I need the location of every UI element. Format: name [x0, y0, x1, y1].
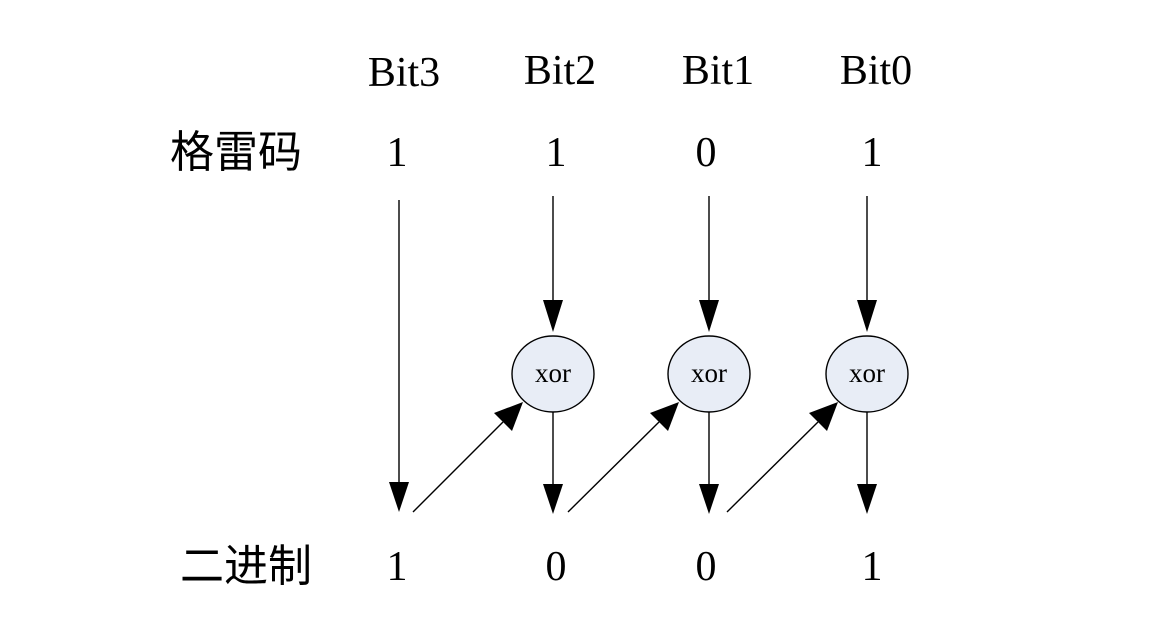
- gray-bit1: 0: [696, 130, 717, 176]
- gray-bit3: 1: [387, 130, 408, 176]
- arrow-binary1-to-xor0: [726, 421, 819, 513]
- gray-bit0: 1: [862, 130, 883, 176]
- arrowhead-binary3-to-xor2: [494, 402, 523, 431]
- arrowhead-xor2-to-binary: [543, 484, 563, 514]
- xor-node-bit0-label: xor: [849, 358, 885, 388]
- header-bit0: Bit0: [840, 48, 912, 94]
- arrowhead-binary2-to-xor1: [650, 402, 679, 431]
- arrowhead-binary1-to-xor0: [809, 402, 838, 431]
- arrowhead-bit3-down: [389, 482, 409, 512]
- arrow-binary3-to-xor2: [412, 421, 504, 513]
- binary-bit2: 0: [546, 544, 567, 590]
- binary-bit1: 0: [696, 544, 717, 590]
- arrowhead-gray0-to-xor: [857, 300, 877, 332]
- header-bit3: Bit3: [368, 50, 440, 96]
- header-bit1: Bit1: [682, 48, 754, 94]
- header-bit2: Bit2: [524, 48, 596, 94]
- xor-node-bit1-label: xor: [691, 358, 727, 388]
- binary-bit3: 1: [387, 544, 408, 590]
- arrowhead-xor0-to-binary: [857, 484, 877, 514]
- arrowhead-gray1-to-xor: [699, 300, 719, 332]
- binary-label: 二进制: [180, 541, 312, 592]
- gray-bit2: 1: [546, 130, 567, 176]
- gray-code-label: 格雷码: [170, 127, 302, 178]
- arrow-binary2-to-xor1: [567, 421, 660, 513]
- xor-node-bit2-label: xor: [535, 358, 571, 388]
- arrowhead-xor1-to-binary: [699, 484, 719, 514]
- binary-bit0: 1: [862, 544, 883, 590]
- arrowhead-gray2-to-xor: [543, 300, 563, 332]
